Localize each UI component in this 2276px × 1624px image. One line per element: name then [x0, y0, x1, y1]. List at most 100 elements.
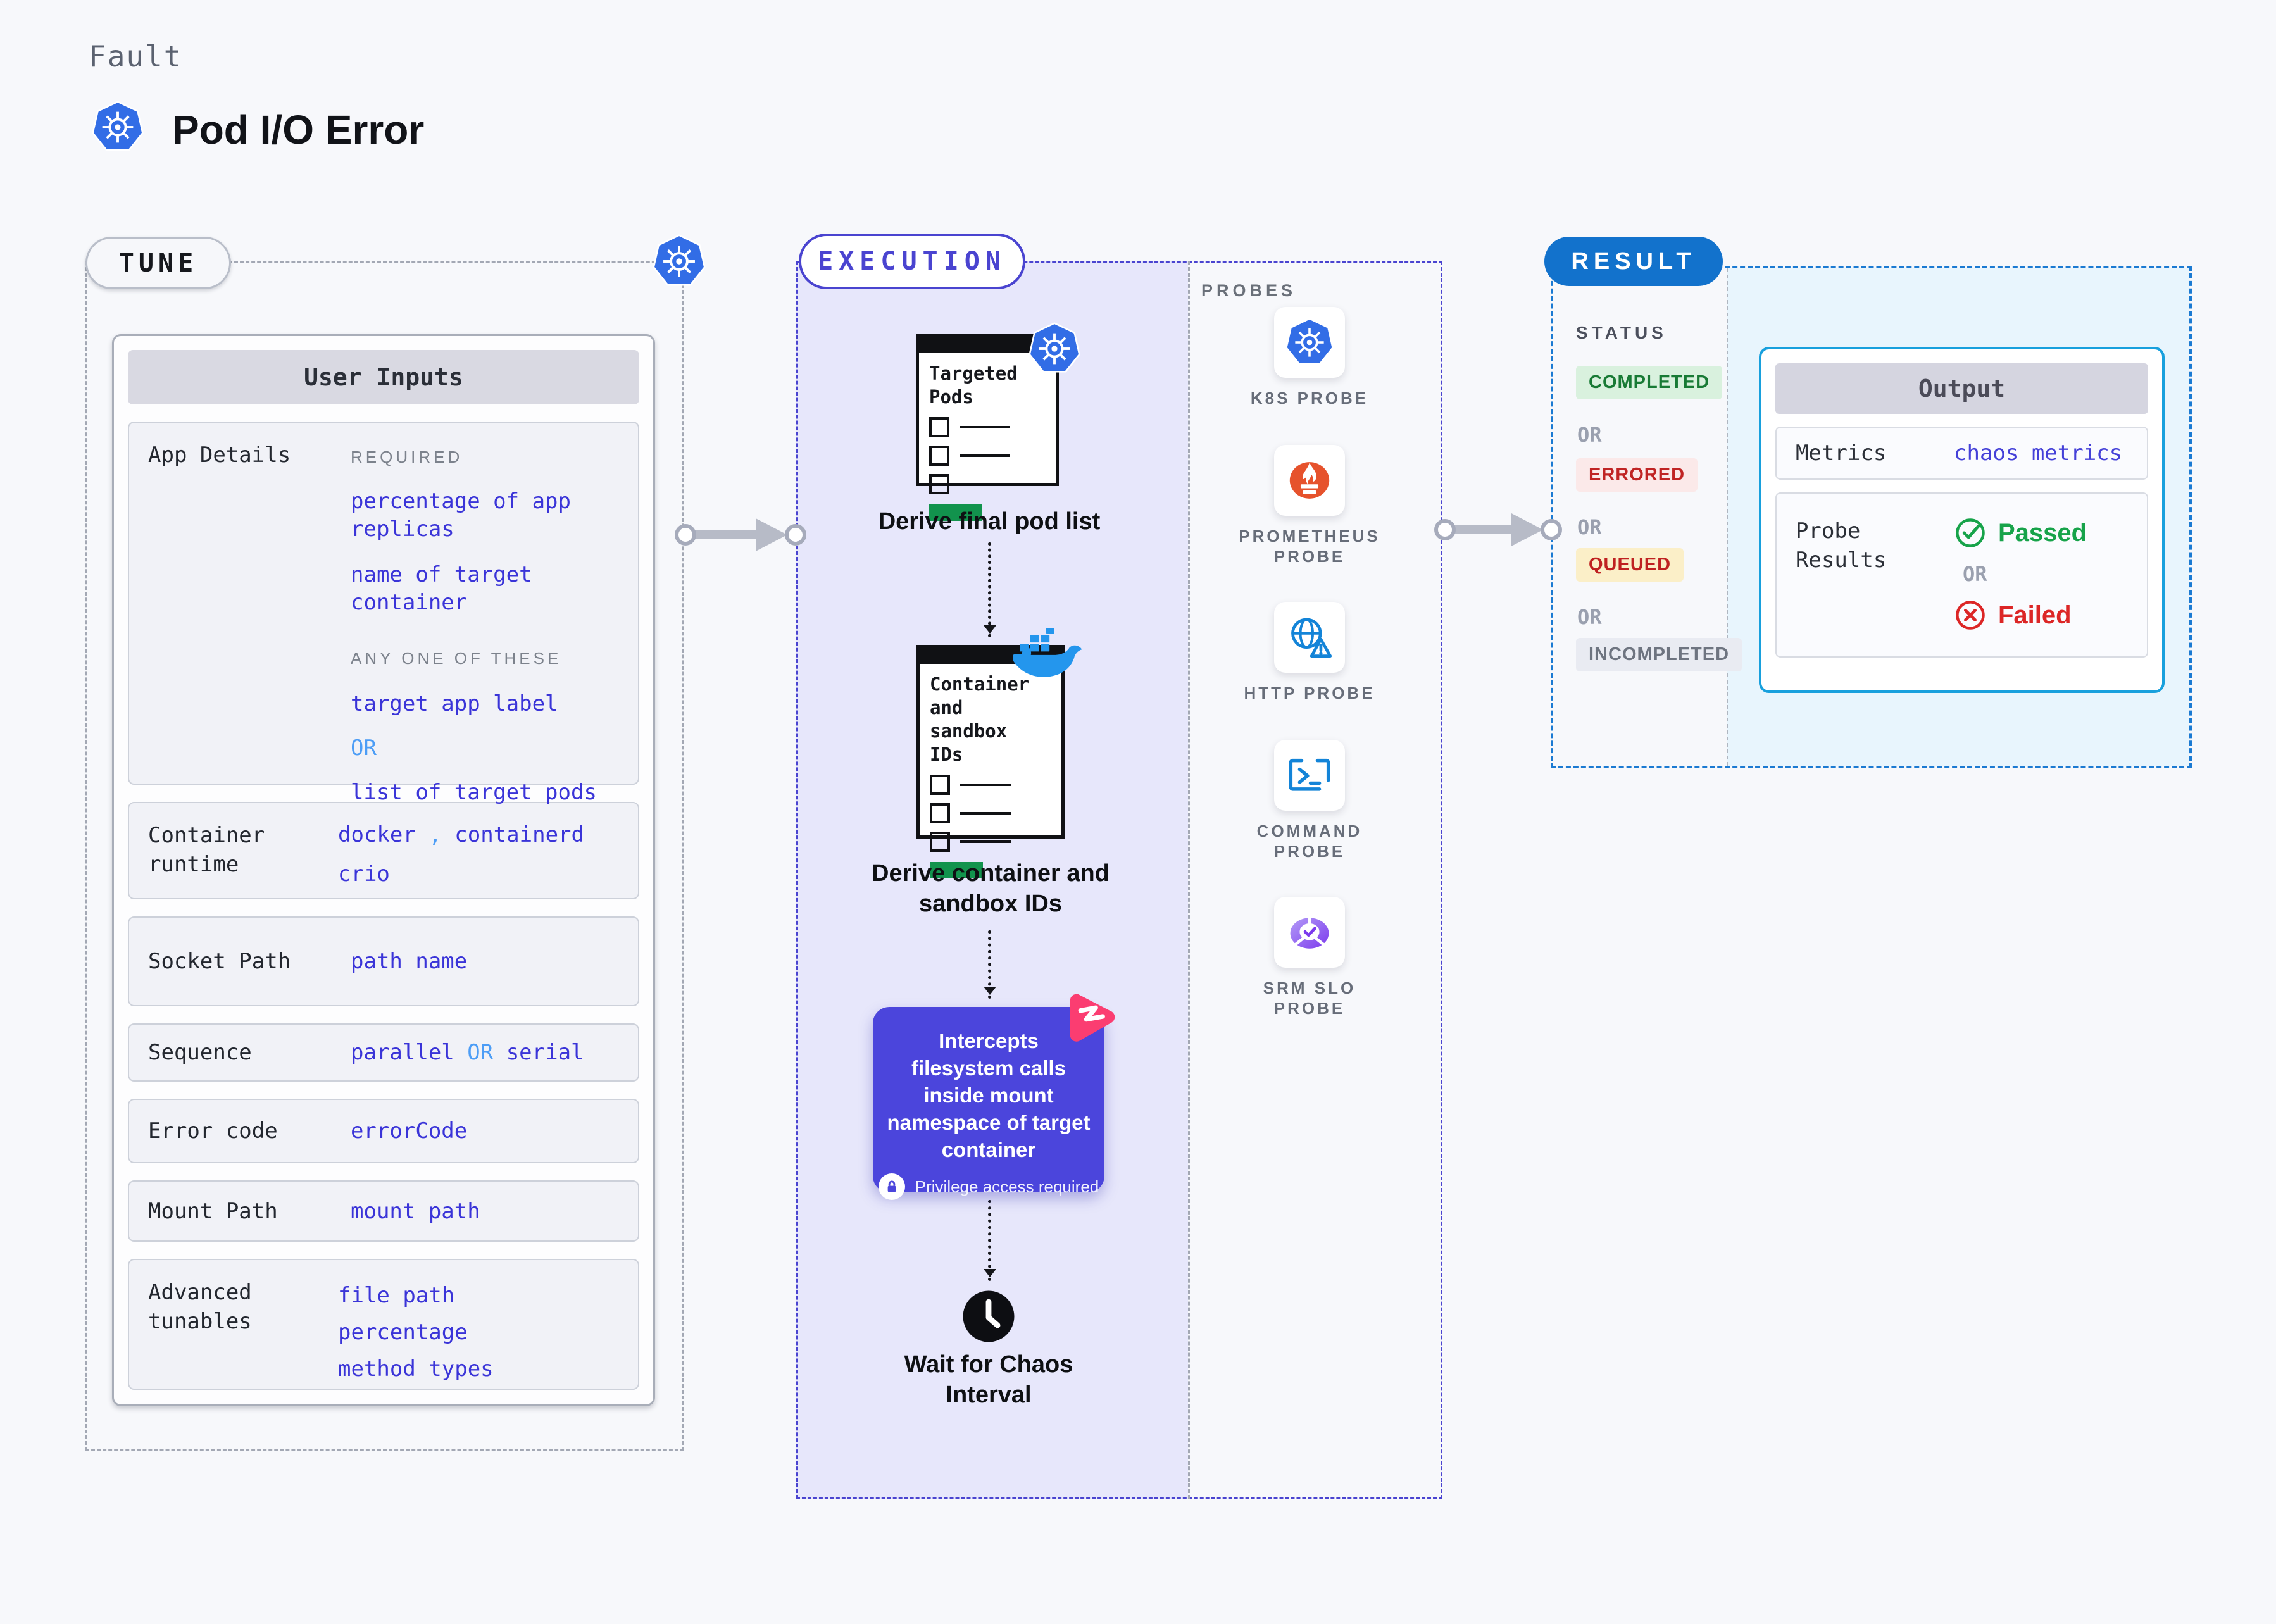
execution-section-border — [796, 261, 1442, 1499]
output-title: Output — [1775, 363, 2148, 414]
runtime-value: containerd — [454, 822, 584, 847]
flow-connector-arrow — [984, 1200, 996, 1281]
kubernetes-badge-icon — [1028, 322, 1081, 376]
slo-pie-check-icon — [1285, 908, 1334, 957]
row-label: Container runtime — [148, 823, 265, 877]
intercept-line: namespace of target — [887, 1111, 1091, 1134]
checkbox-row — [930, 775, 1051, 795]
green-progress-bar — [929, 504, 982, 521]
mount-path-value: mount path — [351, 1198, 480, 1224]
sequence-value: serial — [506, 1040, 584, 1065]
execution-to-result-arrow — [1434, 509, 1562, 551]
arrow-start-dot — [1434, 519, 1456, 540]
status-badge-errored: ERRORED — [1576, 458, 1698, 492]
doc-title-line: and — [930, 697, 963, 718]
checkbox-row — [930, 832, 1051, 852]
option-item: target app label — [351, 691, 558, 716]
row-label: Sequence — [148, 1040, 252, 1065]
row-mount-path: Mount Path mount path — [128, 1180, 639, 1242]
tunable-value: file path — [338, 1283, 455, 1308]
container-sandbox-ids-document: Container and sandbox IDs — [916, 645, 1065, 878]
arrow-start-dot — [675, 524, 696, 546]
execution-pill: EXECUTION — [799, 234, 1025, 289]
caption-line: Interval — [946, 1382, 1032, 1408]
checkbox-row — [930, 803, 1051, 823]
terminal-icon — [1285, 751, 1334, 800]
output-card: Output Metrics chaos metrics Probe Resul… — [1759, 347, 2165, 693]
docker-badge-icon — [1010, 628, 1086, 685]
user-inputs-card: User Inputs App Details REQUIRED percent… — [112, 334, 655, 1406]
probe-card-http — [1274, 602, 1345, 673]
kubernetes-logo-icon — [91, 100, 144, 154]
flow-connector-arrow — [984, 542, 996, 637]
tune-to-execution-arrow — [675, 514, 806, 556]
row-container-runtime: Container runtime docker , containerd cr… — [128, 802, 639, 899]
check-circle-icon — [1954, 516, 1987, 549]
status-badge-completed: COMPLETED — [1576, 366, 1723, 399]
checkbox-row — [929, 474, 1046, 494]
probe-results-label: Probe Results — [1796, 518, 1887, 573]
intercept-line: filesystem calls — [911, 1056, 1066, 1080]
row-label: App Details — [148, 442, 291, 468]
row-values: parallel OR serial — [351, 1039, 619, 1066]
failed-text: Failed — [1998, 601, 2072, 629]
privilege-note-text: Privilege access required — [915, 1177, 1099, 1196]
probe-label: SRM SLO PROBE — [1263, 978, 1356, 1018]
step-caption: Derive container and sandbox IDs — [842, 858, 1139, 919]
doc-title-line: IDs — [930, 744, 963, 765]
intercept-line: container — [941, 1138, 1036, 1161]
passed-text: Passed — [1998, 518, 2087, 547]
or-text: OR — [1963, 562, 1987, 586]
kubernetes-icon — [1285, 318, 1334, 367]
row-label: Advanced tunables — [148, 1280, 252, 1334]
row-values: docker , containerd crio — [338, 821, 619, 887]
runtime-value: docker — [338, 822, 416, 847]
probe-results-row: Probe Results Passed OR Failed — [1775, 492, 2148, 658]
or-text: OR — [467, 1040, 494, 1065]
checkbox-row — [929, 417, 1046, 437]
probe-results-values: Passed OR Failed — [1954, 516, 2087, 656]
doc-title-line: Pods — [929, 386, 973, 408]
metrics-value: chaos metrics — [1954, 440, 2123, 466]
or-text: OR — [1577, 605, 1602, 629]
tunable-value: method types — [338, 1356, 494, 1382]
socket-path-value: path name — [351, 949, 468, 974]
arrow-line — [687, 530, 771, 539]
row-label: Mount Path — [148, 1198, 278, 1224]
runtime-value: crio — [338, 861, 390, 887]
row-sequence: Sequence parallel OR serial — [128, 1023, 639, 1082]
row-socket-path: Socket Path path name — [128, 916, 639, 1006]
page-title: Pod I/O Error — [172, 107, 425, 153]
doc-title-line: Container — [930, 673, 1030, 695]
arrow-line — [1447, 525, 1527, 534]
row-error-code: Error code errorCode — [128, 1099, 639, 1163]
green-progress-bar — [930, 862, 983, 878]
step-caption: Wait for Chaos Interval — [872, 1349, 1106, 1410]
error-code-value: errorCode — [351, 1118, 468, 1144]
or-text: OR — [1577, 515, 1602, 539]
probe-card-k8s — [1274, 307, 1345, 378]
probe-label: COMMAND PROBE — [1256, 821, 1363, 861]
clock-icon — [961, 1289, 1016, 1344]
required-item: name of target container — [351, 562, 532, 615]
option-item: list of target pods — [351, 780, 597, 805]
intercept-line: Intercepts — [939, 1029, 1039, 1052]
status-badge-queued: QUEUED — [1576, 548, 1684, 582]
any-one-heading: ANY ONE OF THESE — [351, 649, 562, 668]
probe-label: PROMETHEUS PROBE — [1239, 527, 1380, 566]
row-label: Socket Path — [148, 949, 291, 974]
arrow-head — [1511, 513, 1543, 546]
kubernetes-badge-icon — [652, 234, 706, 289]
flow-connector-arrow — [984, 930, 996, 999]
probes-divider — [1188, 261, 1190, 1499]
probe-card-command — [1274, 740, 1345, 811]
row-values: file path percentage method types — [338, 1278, 619, 1382]
prometheus-icon — [1285, 456, 1334, 505]
tune-pill: TUNE — [85, 237, 231, 289]
intercept-callout: Intercepts filesystem calls inside mount… — [873, 1007, 1104, 1200]
row-values: REQUIRED percentage of app replicas name… — [351, 440, 619, 805]
tune-section-border — [85, 261, 684, 1451]
required-heading: REQUIRED — [351, 447, 463, 466]
metrics-label: Metrics — [1796, 440, 1887, 466]
